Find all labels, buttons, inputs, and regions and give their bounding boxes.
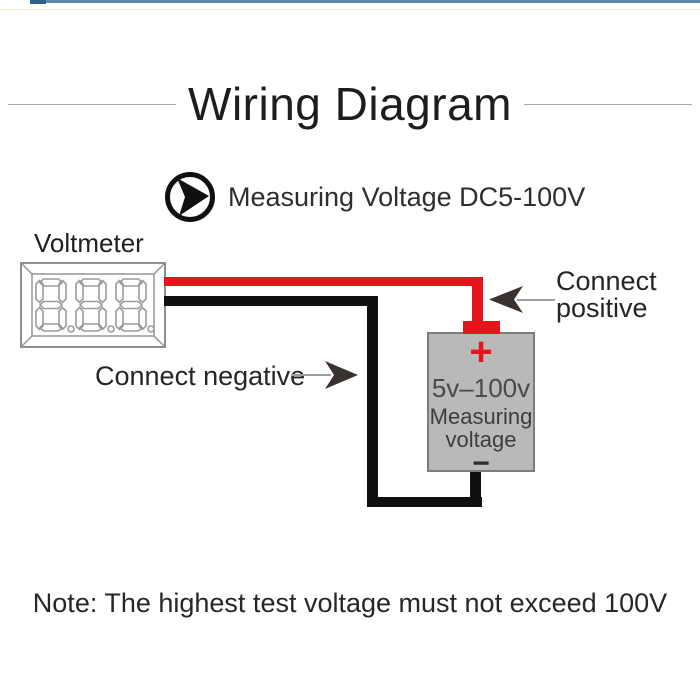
negative-wire-to-battery (470, 472, 481, 507)
title-rule-left (8, 103, 177, 105)
negative-wire-horizontal (164, 296, 378, 306)
arrow-right-icon (291, 361, 358, 389)
top-bar-accent (30, 0, 46, 4)
subtitle-text: Measuring Voltage DC5-100V (228, 181, 586, 212)
page-title: Wiring Diagram (188, 78, 512, 130)
battery-caption-line1: Measuring (429, 404, 533, 429)
positive-terminal-block (463, 321, 500, 334)
title-rule-right (523, 103, 693, 105)
positive-terminal-symbol: + (469, 330, 493, 374)
negative-wire-bottom (367, 497, 482, 507)
connect-positive-label: Connect positive (556, 268, 657, 322)
voltage-range-label: 5v–100v (431, 373, 531, 403)
note-text: Note: The highest test voltage must not … (32, 588, 668, 618)
connect-negative-label: Connect negative (95, 361, 306, 391)
top-bar (46, 0, 700, 3)
battery-caption-line2: voltage (445, 427, 517, 452)
measured-source-box: + 5v–100v Measuring voltage − (427, 330, 535, 480)
positive-wire-horizontal (164, 277, 483, 286)
top-divider (0, 9, 700, 10)
negative-wire-vertical (367, 296, 378, 507)
connect-positive-line2: positive (556, 293, 648, 323)
title-row: Wiring Diagram (0, 72, 700, 136)
arrow-left-icon (489, 286, 555, 313)
positive-wire-vertical (472, 277, 483, 323)
seven-segment-display (20, 262, 166, 348)
negative-terminal-symbol: − (472, 447, 490, 480)
subtitle-row: Measuring Voltage DC5-100V (164, 171, 585, 223)
voltmeter-label: Voltmeter (34, 228, 144, 258)
play-arrow-icon (165, 172, 215, 222)
connect-positive-line1: Connect (556, 266, 657, 296)
